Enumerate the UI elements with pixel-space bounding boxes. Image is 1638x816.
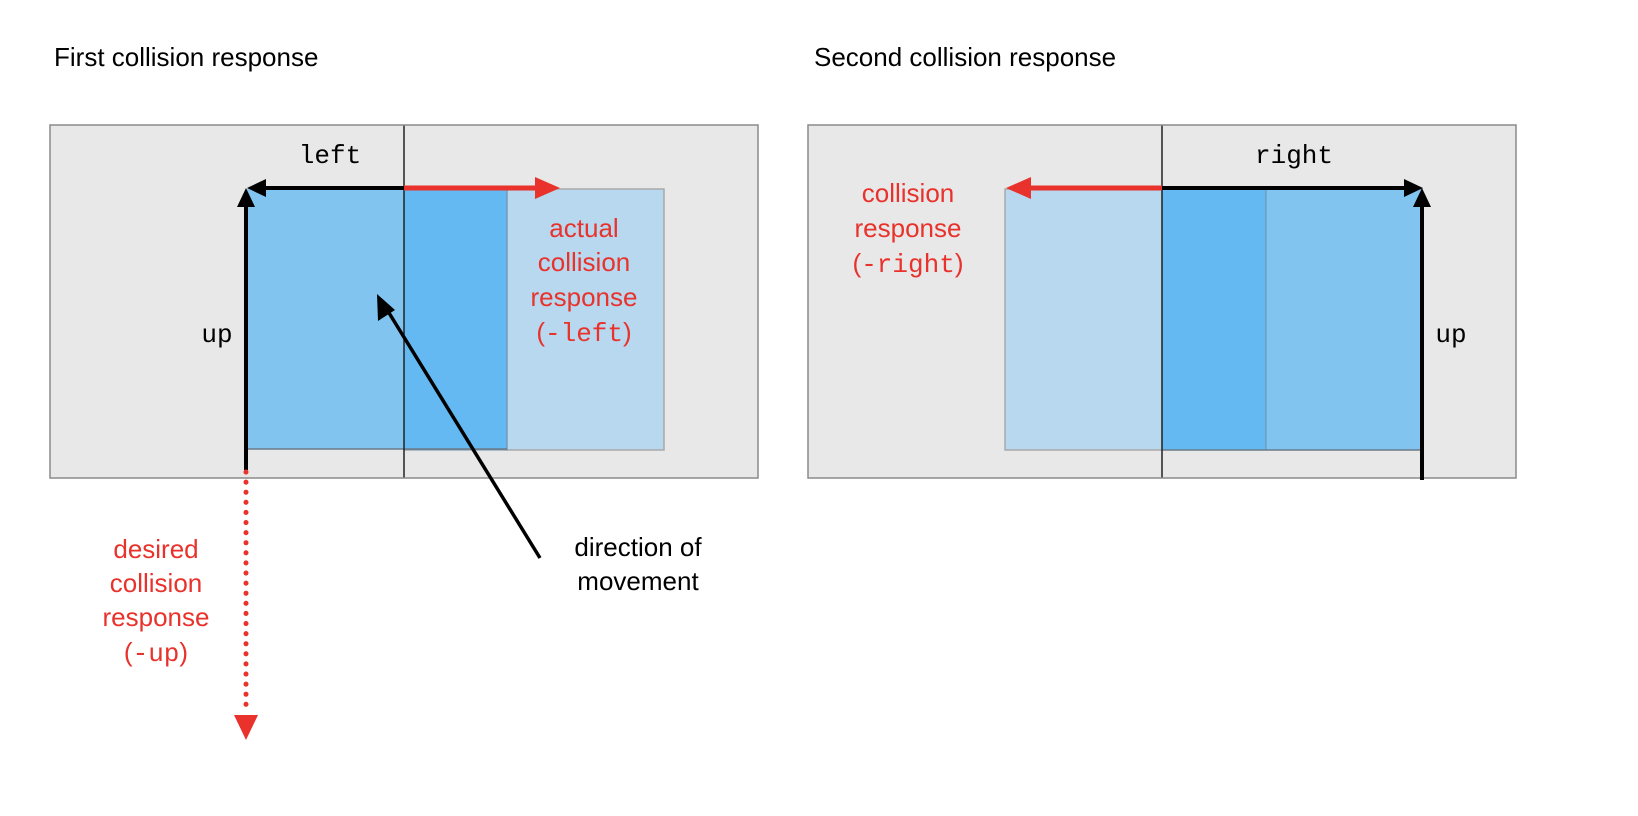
actual-label-line3: response xyxy=(531,282,638,312)
actual-label-line2: collision xyxy=(538,247,631,277)
actual-label-line4: (-left) xyxy=(536,317,631,349)
response-label-line1: collision xyxy=(862,178,955,208)
desired-label-line1: desired xyxy=(113,534,198,564)
panel2-border xyxy=(807,124,1517,479)
actual-code: -left xyxy=(545,319,623,349)
panel2-up-arrowhead xyxy=(1413,188,1431,207)
panel1-actual-response-arrowhead xyxy=(535,177,560,199)
desired-paren-open: ( xyxy=(124,637,133,667)
panel1-movement-arrow xyxy=(384,307,542,559)
direction-label-line1: direction of xyxy=(574,532,702,562)
panel2-response-label: collision response (-right) xyxy=(853,178,964,280)
panel2-right-arrowhead xyxy=(1404,179,1423,197)
desired-code: -up xyxy=(133,639,180,669)
panel1-desired-response-arrowhead xyxy=(234,715,258,740)
panel2-current-box xyxy=(1265,188,1423,451)
response-label-line2: response xyxy=(855,213,962,243)
direction-label-line2: movement xyxy=(577,566,699,596)
panel2: right up collision response (-right) xyxy=(807,124,1517,480)
panel2-overlap-box xyxy=(1161,188,1267,451)
panel2-right-label: right xyxy=(1255,141,1333,171)
actual-paren-close: ) xyxy=(623,317,632,347)
response-paren-close: ) xyxy=(955,248,964,278)
panel2-up-label: up xyxy=(1435,320,1466,350)
desired-label-line4: (-up) xyxy=(124,637,188,669)
desired-paren-close: ) xyxy=(179,637,188,667)
panel1-up-label: up xyxy=(201,320,232,350)
panel1-overlap-box xyxy=(403,188,508,451)
panel1-left-arrowhead xyxy=(247,179,266,197)
panel1-border xyxy=(49,124,759,479)
panel1-original-box xyxy=(247,189,404,449)
panel1-up-arrowhead xyxy=(237,188,255,207)
panel2-ghost-box xyxy=(1004,188,1163,451)
panel1-desired-response-label: desired collision response (-up) xyxy=(103,534,210,669)
desired-label-line3: response xyxy=(103,602,210,632)
response-paren-open: ( xyxy=(853,248,862,278)
panel1-ghost-box xyxy=(506,188,665,451)
panel1-title: First collision response xyxy=(54,42,318,72)
panel2-title: Second collision response xyxy=(814,42,1116,72)
actual-label-line1: actual xyxy=(549,213,618,243)
panel2-response-arrowhead xyxy=(1006,177,1031,199)
response-label-line3: (-right) xyxy=(853,248,964,280)
panel1-actual-response-label: actual collision response (-left) xyxy=(531,213,638,349)
response-code: -right xyxy=(861,250,955,280)
actual-paren-open: ( xyxy=(536,317,545,347)
panel1-left-label: left xyxy=(299,141,361,171)
panel1: left up actual collision response (-left… xyxy=(49,124,759,740)
panel1-movement-arrowhead xyxy=(377,294,395,321)
panel1-direction-label: direction of movement xyxy=(574,532,702,596)
desired-label-line2: collision xyxy=(110,568,203,598)
